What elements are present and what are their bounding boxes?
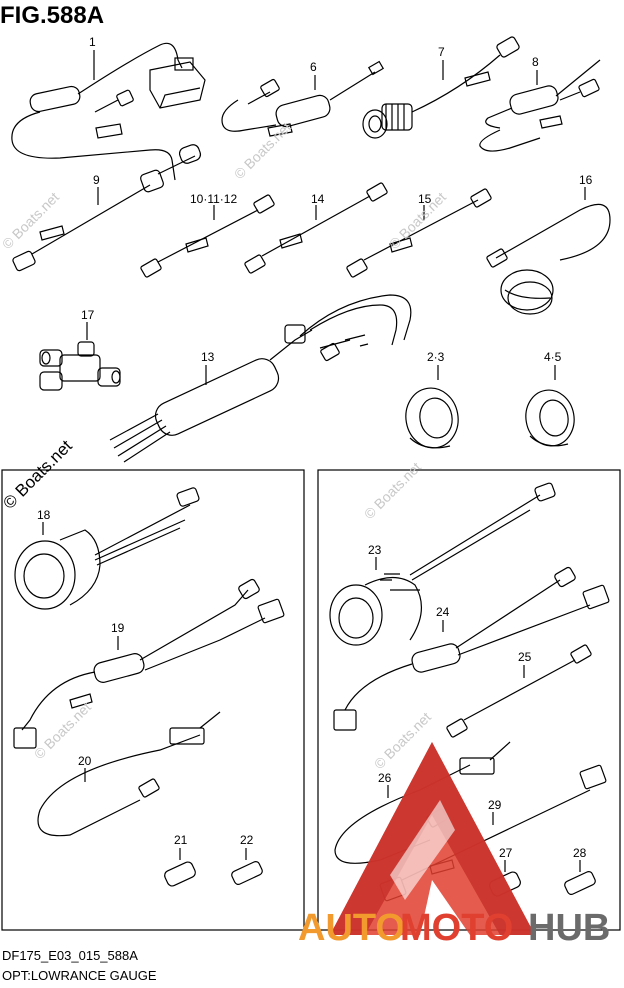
callout-number: 6: [310, 60, 317, 74]
callout-number: 23: [368, 543, 382, 557]
callout-number: 8: [532, 55, 539, 69]
callout-number: 9: [93, 173, 100, 187]
callout-number: 16: [579, 173, 593, 187]
part-18-gauge: [14, 487, 200, 610]
callout-number: 7: [438, 45, 445, 59]
kit-box-left: [1, 469, 305, 931]
watermark-text: © Boats.net: [361, 459, 424, 522]
callout-number: 18: [37, 508, 51, 522]
logo-text-hub: HUB: [528, 907, 610, 949]
watermark-text: © Boats.net: [31, 699, 94, 762]
watermark-text: © Boats.net: [231, 119, 294, 182]
part-28-terminator: [564, 860, 596, 895]
callout-number: 19: [111, 621, 125, 635]
part-23-gauge: [329, 482, 556, 646]
callout-number: 20: [78, 754, 92, 768]
part-10-11-12-cable: [140, 194, 275, 278]
callout-number: 4·5: [544, 350, 562, 364]
part-25-cable: [446, 644, 592, 738]
part-9-cable: [12, 144, 202, 272]
callout-number: 29: [488, 798, 502, 812]
callout-number: 28: [573, 846, 587, 860]
callout-number: 1: [89, 35, 96, 49]
part-6-cable: [221, 60, 385, 137]
part-8-cable: [479, 59, 601, 152]
callout-number: 25: [518, 650, 532, 664]
callout-number: 21: [174, 833, 188, 847]
logo-text-moto: MOTO: [400, 907, 513, 949]
callout-number: 26: [378, 771, 392, 785]
part-22-terminator: [231, 848, 263, 885]
watermark-group: © Boats.net © Boats.net © Boats.net © Bo…: [0, 119, 449, 772]
figure-code: DF175_E03_015_588A: [2, 948, 138, 963]
part-4-5-bezel-ring: [525, 365, 575, 447]
callout-number: 2·3: [427, 350, 445, 364]
part-19-harness: [13, 578, 285, 749]
callout-number: 17: [81, 308, 95, 322]
logo-text-auto: AUTO: [298, 907, 405, 949]
part-20-cable: [37, 711, 221, 837]
callout-number: 22: [240, 833, 254, 847]
part-14-cable: [244, 182, 388, 274]
callout-number: 15: [418, 192, 432, 206]
part-21-cap: [164, 848, 196, 887]
part-1-cable-bracket: [11, 42, 206, 181]
part-24-harness: [333, 566, 610, 731]
part-16-sensor: [486, 187, 611, 315]
part-17-t-connector: [39, 322, 121, 391]
part-15-cable: [346, 188, 492, 278]
callout-number: 14: [311, 192, 325, 206]
part-7-bulkhead-connector: [362, 36, 520, 139]
callout-number: 24: [436, 605, 450, 619]
callout-number: 10·11·12: [190, 192, 237, 206]
part-13-harness: [109, 294, 412, 463]
figure-title: FIG.588A: [0, 2, 105, 29]
callout-number: 13: [201, 350, 215, 364]
figure-caption: OPT:LOWRANCE GAUGE: [2, 968, 157, 983]
callout-number: 27: [499, 846, 513, 860]
automotohub-logo: AUTO MOTO HUB: [298, 742, 610, 949]
part-2-3-bezel-ring: [405, 365, 459, 449]
watermark-text-dark: © Boats.net: [0, 436, 76, 513]
watermark-text: © Boats.net: [0, 189, 62, 252]
